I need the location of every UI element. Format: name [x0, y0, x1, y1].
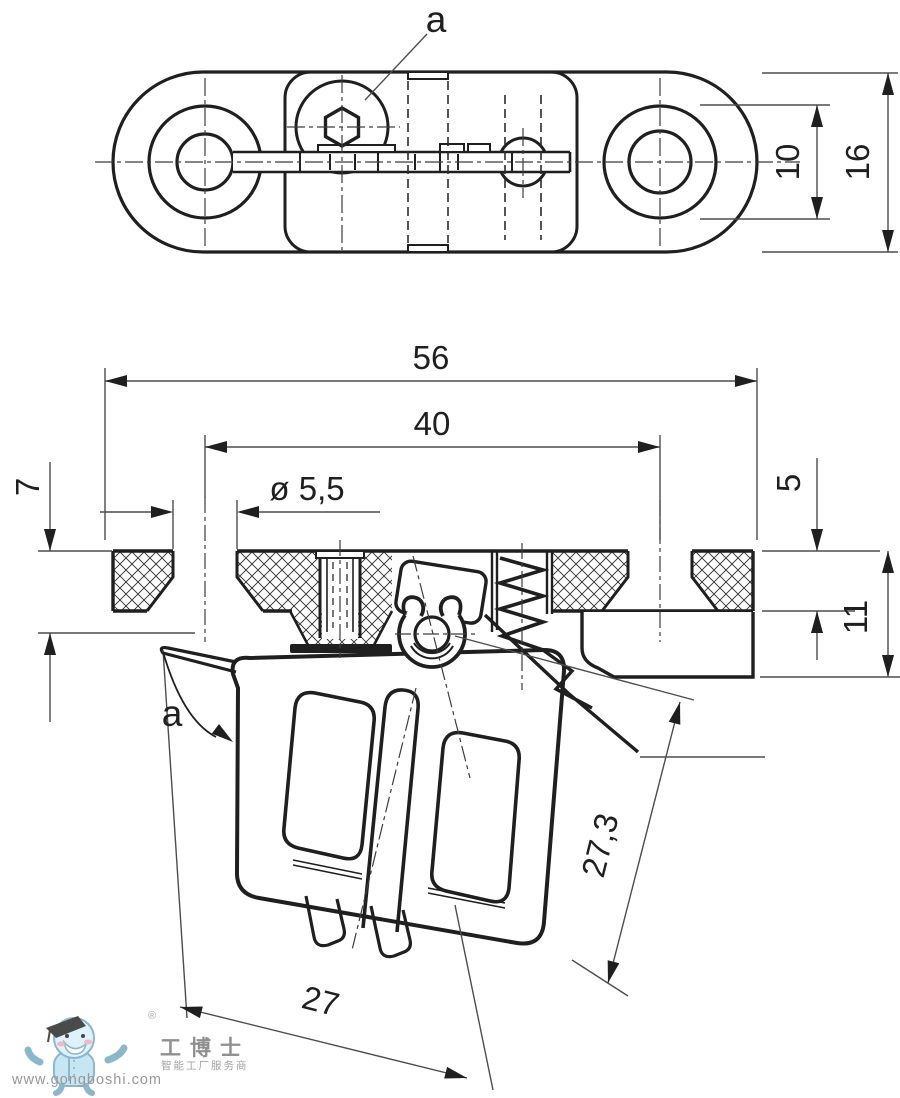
dim-boss-diameter: 10 — [700, 104, 830, 220]
mounting-plate-section — [111, 549, 765, 758]
flap-cutout-left — [281, 690, 377, 861]
dim-body-width: 16 — [762, 72, 898, 253]
dim-housing-height: 11 — [760, 551, 900, 678]
watermark-url: www.gongboshi.com — [12, 1072, 162, 1088]
dim-boss-diameter-label: 10 — [769, 144, 806, 181]
bar-tab — [317, 144, 396, 153]
callout-a-angle-label: a — [162, 693, 183, 734]
flap-finger — [369, 905, 412, 959]
bar-tab — [439, 143, 465, 153]
centerlines — [95, 75, 800, 250]
dim-overall-length-label: 56 — [413, 339, 450, 376]
bushing-boss — [288, 610, 394, 646]
dim-countersink-depth-label: 7 — [9, 478, 46, 496]
watermark-logo: ® 工博士 智能工厂服务商 www.gongboshi.com — [8, 1006, 247, 1096]
latch-flap — [159, 645, 567, 959]
flap-center-slot — [361, 688, 421, 933]
housing-body-right — [580, 612, 755, 679]
dim-plate-thickness-label: 5 — [770, 474, 807, 492]
section-view — [111, 497, 765, 959]
flap-finger — [304, 895, 346, 948]
dim-housing-height-label: 11 — [837, 600, 874, 634]
mascot-icon — [24, 1016, 128, 1096]
hinge-tab-top — [407, 71, 449, 80]
dim-hole-diameter-label: ø 5,5 — [269, 470, 344, 507]
right-boss-outer — [602, 104, 718, 220]
boss-base-bar — [290, 644, 392, 653]
dim-countersink-depth: 7 — [9, 462, 195, 722]
callout-a-top-label: a — [426, 0, 447, 40]
hinge-tab-bottom — [407, 244, 449, 253]
bar-tab — [467, 143, 491, 153]
dim-hole-spacing: 40 — [204, 405, 661, 540]
dim-flap-width: 27 — [162, 649, 494, 1091]
section-hatch — [113, 551, 753, 645]
dim-flap-width-label: 27 — [298, 978, 343, 1023]
section-centerlines — [204, 497, 661, 779]
flap-claw — [159, 645, 237, 674]
watermark-brand: 工博士 — [160, 1036, 250, 1060]
flap-cutout-right — [429, 730, 522, 904]
callout-a-angle: a — [162, 651, 233, 742]
registered-mark: ® — [148, 1010, 157, 1022]
dim-lever-length-label: 27,3 — [574, 810, 625, 881]
dim-hole-diameter: ø 5,5 — [100, 470, 380, 549]
countersink-left — [145, 551, 265, 612]
dim-body-width-label: 16 — [839, 144, 876, 181]
dim-plate-thickness: 5 — [762, 458, 880, 660]
dim-hole-spacing-label: 40 — [414, 405, 451, 442]
countersink-right — [600, 551, 720, 612]
callout-a-top: a — [364, 0, 447, 101]
lever-arm — [483, 613, 640, 754]
top-view — [95, 70, 800, 254]
watermark-slogan: 智能工厂服务商 — [161, 1060, 249, 1072]
